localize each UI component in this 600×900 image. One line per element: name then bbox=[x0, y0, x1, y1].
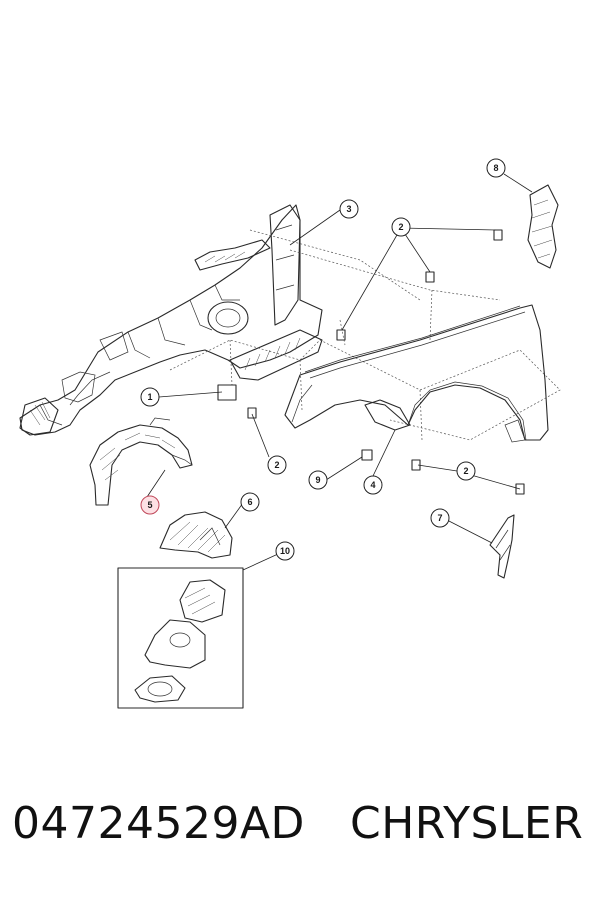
callout-7: 7 bbox=[430, 508, 450, 528]
part-number: 04724529AD bbox=[12, 798, 305, 849]
callout-1: 1 bbox=[140, 387, 160, 407]
callout-9: 9 bbox=[308, 470, 328, 490]
brand-name: CHRYSLER bbox=[350, 798, 584, 849]
fasteners bbox=[217, 229, 525, 495]
callout-label: 2 bbox=[274, 460, 279, 470]
callout-label: 2 bbox=[398, 222, 403, 232]
callout-label: 8 bbox=[493, 163, 498, 173]
body-structure bbox=[19, 204, 323, 436]
part-7-brace bbox=[489, 514, 515, 579]
callout-4: 4 bbox=[363, 475, 383, 495]
callout-6: 6 bbox=[240, 492, 260, 512]
wheelhouse-splash-shield bbox=[89, 417, 193, 506]
callout-2a: 2 bbox=[267, 455, 287, 475]
callout-label: 4 bbox=[370, 480, 375, 490]
callout-label: 10 bbox=[280, 546, 290, 556]
callout-5: 5 bbox=[140, 495, 160, 515]
callout-8: 8 bbox=[486, 158, 506, 178]
part-6-shield bbox=[159, 511, 233, 559]
callout-label: 3 bbox=[346, 204, 351, 214]
fender bbox=[284, 304, 549, 443]
callout-3: 3 bbox=[339, 199, 359, 219]
leader-lines bbox=[146, 173, 533, 571]
parts-diagram: 1 2 2 2 2 3 4 5 6 7 8 9 bbox=[19, 158, 561, 709]
callout-2b: 2 bbox=[391, 217, 411, 237]
reference-lines bbox=[169, 229, 561, 441]
part-8-bracket bbox=[527, 184, 559, 269]
callout-2c: 2 bbox=[456, 461, 476, 481]
callout-label: 7 bbox=[437, 513, 442, 523]
callout-label: 1 bbox=[147, 392, 152, 402]
callout-label: 6 bbox=[247, 497, 252, 507]
callout-10: 10 bbox=[275, 541, 295, 561]
callout-label: 2 bbox=[463, 466, 468, 476]
inset-box-10 bbox=[117, 567, 244, 709]
callout-label: 5 bbox=[147, 500, 152, 510]
callout-label: 9 bbox=[315, 475, 320, 485]
